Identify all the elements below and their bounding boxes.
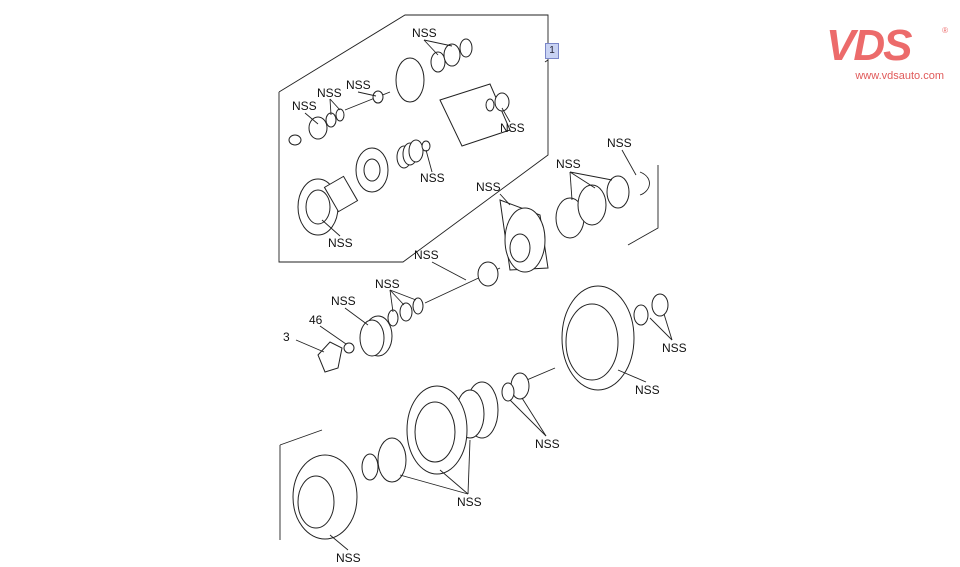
nss-label: NSS (336, 551, 361, 565)
nss-label: NSS (556, 157, 581, 171)
nss-label: NSS (375, 277, 400, 291)
nss-label: NSS (292, 99, 317, 113)
part-46-label: 46 (309, 313, 323, 327)
nss-label: NSS (328, 236, 353, 250)
nss-label: NSS (476, 180, 501, 194)
vds-logo: VDS ® www.vdsauto.com (826, 21, 952, 83)
assembly-callout-1[interactable]: 1 (545, 43, 559, 59)
assembly-frame (278, 14, 549, 263)
upper-assembly-parts (288, 38, 511, 236)
nss-label: NSS (535, 437, 560, 451)
logo-brand: VDS (826, 21, 912, 70)
nss-label: NSS (420, 171, 445, 185)
nss-label: NSS (317, 86, 342, 100)
part-labels: NSS NSS NSS NSS NSS NSS NSS NSS NSS NSS … (283, 26, 687, 565)
nss-label: NSS (331, 294, 356, 308)
lower-parts (279, 285, 669, 540)
nss-label: NSS (457, 495, 482, 509)
nss-label: NSS (346, 78, 371, 92)
nss-label: NSS (635, 383, 660, 397)
middle-parts (317, 165, 659, 373)
registered-mark: ® (942, 26, 948, 35)
leader-lines (295, 39, 673, 551)
logo-url: www.vdsauto.com (855, 70, 944, 82)
part-3-label: 3 (283, 330, 290, 344)
nss-label: NSS (414, 248, 439, 262)
nss-label: NSS (607, 136, 632, 150)
nss-label: NSS (412, 26, 437, 40)
nss-label: NSS (500, 121, 525, 135)
nss-label: NSS (662, 341, 687, 355)
